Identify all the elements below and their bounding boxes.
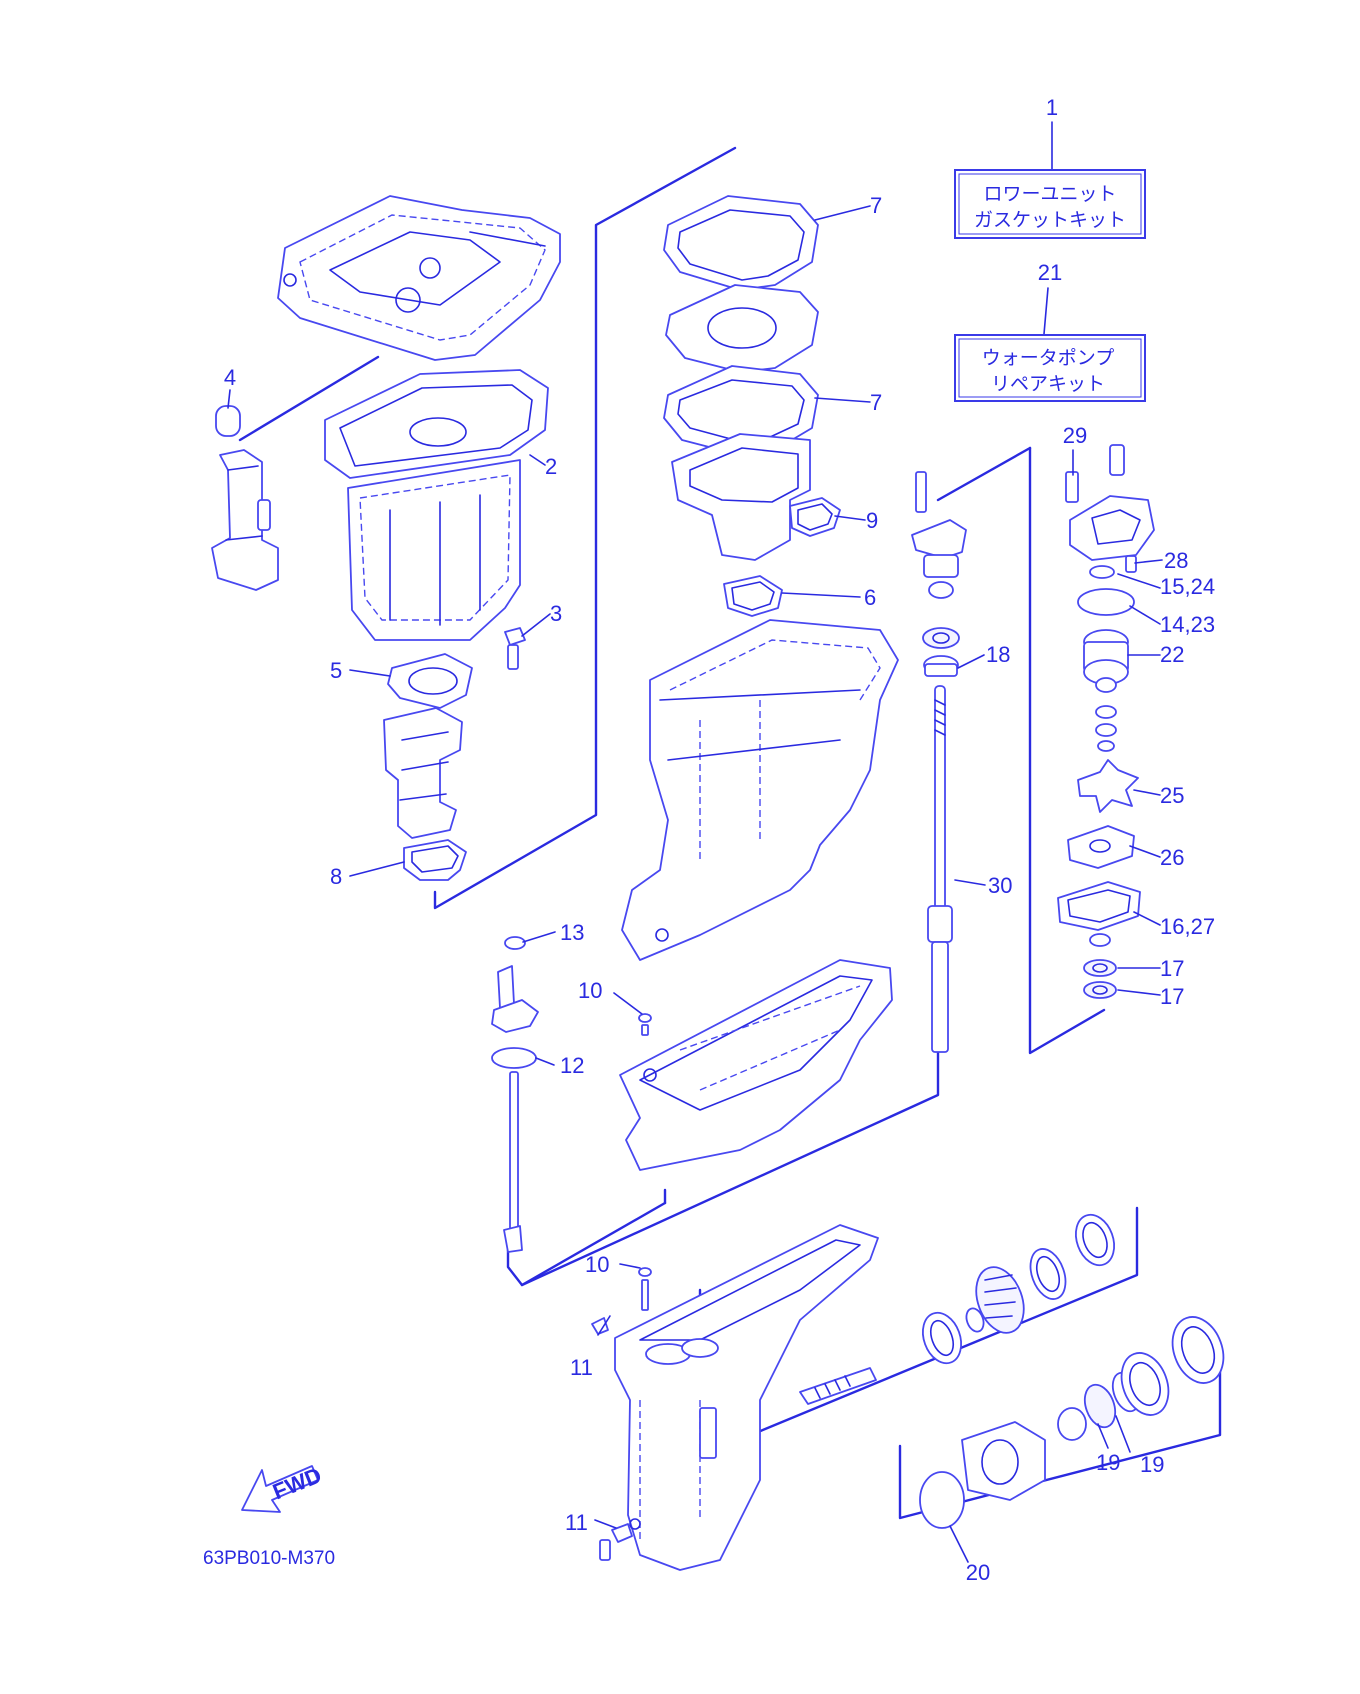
callout-17-lower: 17 (1160, 984, 1184, 1009)
kit-label-gasket: ロワーユニット ガスケットキット (954, 169, 1146, 239)
callout-1: 1 (1046, 95, 1058, 120)
callout-21: 21 (1038, 260, 1062, 285)
callout-11-upper: 11 (570, 1355, 593, 1380)
fwd-arrow-icon: FWD (241, 1462, 325, 1513)
callout-19-left: 19 (1096, 1450, 1120, 1475)
shaft-seal-housing (911, 471, 967, 677)
assembly-frame-lines (238, 146, 1222, 1520)
callout-16-27: 16,27 (1160, 914, 1215, 939)
seal-9 (789, 497, 841, 537)
callout-18: 18 (986, 642, 1010, 667)
kit-1-line2: ガスケットキット (974, 209, 1126, 231)
shift-rod-assembly (491, 936, 539, 1253)
callout-numbers: 1 21 7 7 4 2 9 29 28 15,24 6 14,23 3 22 … (224, 95, 1215, 1585)
gear-case (591, 1224, 879, 1571)
callout-12: 12 (560, 1053, 584, 1078)
upper-casing-plate (277, 195, 561, 361)
callout-13: 13 (560, 920, 584, 945)
callout-29: 29 (1063, 423, 1087, 448)
water-tube-elbow (211, 405, 279, 591)
callout-2: 2 (545, 454, 557, 479)
callout-15-24: 15,24 (1160, 574, 1215, 599)
propeller-shaft-parts (799, 1213, 1225, 1529)
callout-30: 30 (988, 873, 1012, 898)
leader-lines (227, 121, 1163, 1563)
callout-10-upper: 10 (578, 978, 602, 1003)
callout-19-right: 19 (1140, 1452, 1164, 1477)
plate-gasket-5 (387, 653, 473, 709)
callout-10-lower: 10 (585, 1252, 609, 1277)
callout-26: 26 (1160, 845, 1184, 870)
kit-21-line2: リペアキット (991, 373, 1105, 395)
callout-22: 22 (1160, 642, 1184, 667)
callout-28: 28 (1164, 548, 1188, 573)
callout-7-lower: 7 (870, 390, 882, 415)
upper-gasket-and-casing (324, 369, 549, 641)
drawing-code: 63PB010-M370 (203, 1548, 335, 1569)
callout-25: 25 (1160, 783, 1184, 808)
small-parts-10 (638, 1013, 652, 1311)
callout-17-upper: 17 (1160, 956, 1184, 981)
callout-11-lower: 11 (565, 1510, 588, 1535)
callout-20: 20 (966, 1560, 990, 1585)
pump-housing-lower (383, 707, 467, 881)
bolt-3 (504, 627, 526, 670)
callout-7-upper: 7 (870, 193, 882, 218)
kit-21-line1: ウォータポンプ (982, 347, 1114, 369)
kit-1-line1: ロワーユニット (983, 183, 1116, 205)
lower-casing (619, 959, 893, 1171)
callout-6: 6 (864, 585, 876, 610)
fwd-label: FWD (269, 1462, 325, 1504)
callout-5: 5 (330, 658, 342, 683)
kit-label-water-pump: ウォータポンプ リペアキット (954, 334, 1146, 402)
gasket-stack (663, 195, 819, 561)
water-pump-parts (1057, 444, 1155, 999)
drive-shaft (927, 685, 953, 1053)
exhaust-housing (621, 619, 899, 961)
seal-6 (723, 575, 783, 617)
callout-9: 9 (866, 508, 878, 533)
callout-3: 3 (550, 601, 562, 626)
callout-8: 8 (330, 864, 342, 889)
callout-14-23: 14,23 (1160, 612, 1215, 637)
bolt-11 (599, 1523, 633, 1561)
callout-4: 4 (224, 365, 236, 390)
